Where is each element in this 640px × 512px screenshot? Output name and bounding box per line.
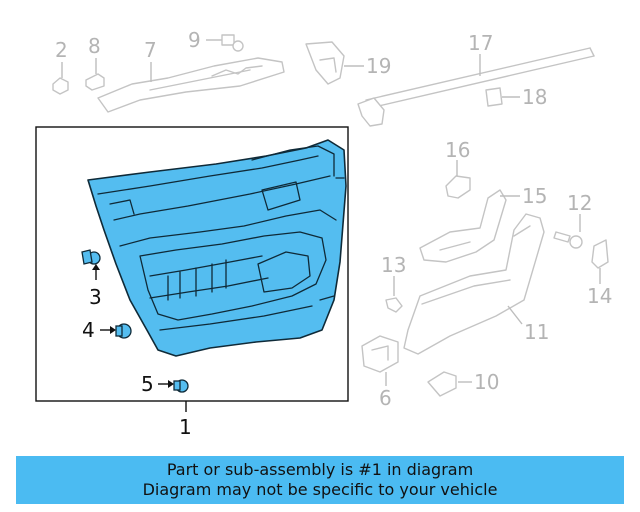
part-16-pad bbox=[445, 160, 471, 199]
part-14-clip bbox=[591, 239, 609, 284]
part-15-bracket bbox=[419, 189, 520, 263]
callout-7: 7 bbox=[144, 38, 157, 62]
callout-2: 2 bbox=[55, 38, 68, 62]
part-7-belt-trim bbox=[97, 57, 285, 113]
callout-13: 13 bbox=[381, 253, 406, 277]
callout-11: 11 bbox=[524, 320, 549, 344]
callout-1: 1 bbox=[179, 415, 192, 439]
callout-17: 17 bbox=[468, 31, 493, 55]
callout-6: 6 bbox=[379, 386, 392, 410]
callout-9: 9 bbox=[188, 28, 201, 52]
part-8-clip bbox=[85, 58, 105, 91]
callout-15: 15 bbox=[522, 184, 547, 208]
part-10-insert bbox=[427, 371, 472, 397]
callout-8: 8 bbox=[88, 34, 101, 58]
callout-4: 4 bbox=[82, 318, 95, 342]
callout-12: 12 bbox=[567, 191, 592, 215]
highlight-box bbox=[35, 126, 349, 402]
part-13-screw bbox=[385, 276, 403, 313]
parts-diagram: 2 8 9 7 19 17 18 bbox=[35, 28, 612, 439]
banner-line-2: Diagram may not be specific to your vehi… bbox=[142, 480, 498, 499]
callout-10: 10 bbox=[474, 370, 499, 394]
part-12-screw bbox=[553, 214, 583, 249]
callout-19: 19 bbox=[366, 54, 391, 78]
part-11-armrest bbox=[403, 213, 545, 355]
part-19-mirror-cover bbox=[305, 41, 364, 85]
callout-5: 5 bbox=[141, 372, 154, 396]
part-1-door-trim-panel bbox=[87, 139, 347, 357]
part-4-clip bbox=[100, 323, 132, 339]
callout-3: 3 bbox=[89, 285, 102, 309]
part-3-clip bbox=[81, 249, 101, 280]
callout-18: 18 bbox=[522, 85, 547, 109]
info-banner: Part or sub-assembly is #1 in diagram Di… bbox=[16, 456, 624, 504]
part-18-clip bbox=[485, 87, 520, 107]
part-17-weatherstrip bbox=[357, 47, 595, 127]
banner-line-1: Part or sub-assembly is #1 in diagram bbox=[166, 460, 474, 479]
part-5-clip bbox=[158, 379, 189, 393]
callout-14: 14 bbox=[587, 284, 612, 308]
part-2-clip bbox=[52, 62, 69, 95]
part-6-bracket bbox=[361, 335, 399, 386]
part-9-screw bbox=[206, 34, 244, 52]
callout-16: 16 bbox=[445, 138, 470, 162]
